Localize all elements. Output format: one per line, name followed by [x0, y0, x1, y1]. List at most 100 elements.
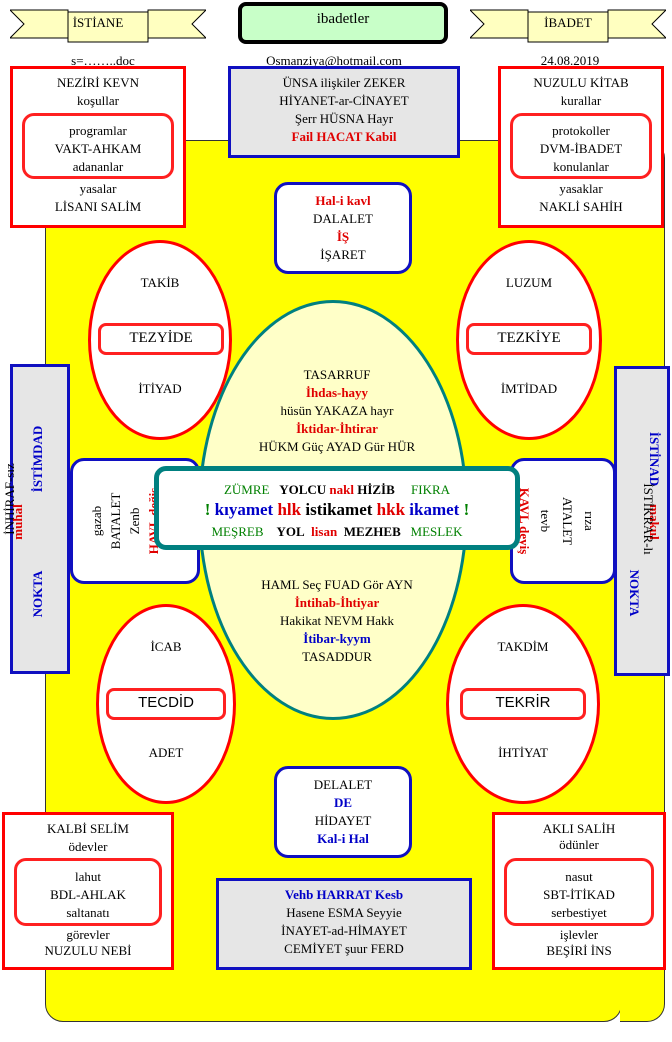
right-ribbon-label: İBADET	[544, 15, 592, 30]
bottom-right-inner-2: SBT-İTİKAD	[543, 887, 615, 902]
upper-mid-l3: İŞ	[336, 229, 350, 244]
side-right-box	[510, 458, 616, 584]
word-kiyamet: kıyamet	[214, 500, 274, 519]
word-lisan: lisan	[311, 524, 338, 539]
ellipse-br-label-box	[460, 688, 586, 720]
bottom-left-sub: ödevler	[68, 839, 108, 854]
center-row-3: MEŞREB YOL lisan MEZHEB MESLEK	[160, 524, 514, 544]
center-top-l4: İktidar-İhtirar	[296, 421, 378, 436]
bottom-right-inner	[504, 858, 654, 926]
ellipse-bl-label: TECDİD	[138, 694, 194, 711]
bottom-center-box	[216, 878, 472, 970]
top-right-inner-3: konulanlar	[553, 159, 609, 174]
bottom-left-bottom: NUZULU NEBİ	[44, 943, 132, 958]
side-left-c2: BATALET	[108, 492, 123, 550]
bottom-left-inner-1: lahut	[75, 869, 101, 884]
far-left-d: NOKTA	[30, 570, 45, 618]
far-left-box	[10, 364, 70, 674]
bottom-left-inner	[14, 858, 162, 926]
file-name: s=……..doc	[71, 53, 135, 68]
upper-mid-box	[274, 182, 412, 274]
top-left-title: NEZİRİ KEVN	[57, 75, 139, 90]
side-right-c3: ATALET	[560, 496, 575, 546]
ellipse-bl-label-box	[106, 688, 226, 720]
center-bottom-l4: İtibar-kyym	[303, 631, 371, 646]
ellipse-tl-bottom: İTİYAD	[138, 381, 182, 396]
ellipse-bl-top: İCAB	[150, 639, 182, 654]
bottom-center-l3: İNAYET-ad-HİMAYET	[281, 923, 407, 938]
word-excl-right: !	[463, 500, 470, 519]
ellipse-tr-top: LUZUM	[505, 275, 553, 290]
word-mezheb: MEZHEB	[343, 524, 401, 539]
bottom-center-l2: Hasene ESMA Seyyie	[286, 905, 402, 920]
center-main-box	[154, 466, 520, 550]
top-left-below: yasalar	[79, 181, 117, 196]
center-bottom-l2: İntihab-İhtiyar	[294, 595, 380, 610]
side-left-c1: gazab	[89, 505, 104, 537]
bottom-right-below: işlevler	[559, 927, 599, 942]
ellipse-bl-bottom: ADET	[148, 745, 184, 760]
top-right-inner-2: DVM-İBADET	[539, 141, 623, 156]
left-ribbon	[10, 9, 206, 43]
top-right-title: NUZULU KİTAB	[533, 75, 629, 90]
center-top-l5: HÜKM Güç AYAD Gür HÜR	[258, 439, 416, 454]
top-left-inner	[22, 113, 174, 179]
upper-mid-l4: İŞARET	[320, 247, 366, 262]
bottom-left-inner-2: BDL-AHLAK	[50, 887, 126, 902]
bottom-right-inner-3: serbestiyet	[551, 905, 607, 920]
center-bottom-l5: TASADDUR	[302, 649, 372, 664]
top-center-l1: ÜNSA ilişkiler ZEKER	[282, 75, 406, 90]
top-left-sub: koşullar	[77, 93, 119, 108]
far-left-c: İSTİMDAD	[30, 425, 45, 493]
side-right-c4: rıza	[582, 511, 597, 531]
center-bottom-l1: HAML Seç FUAD Gör AYN	[261, 577, 413, 592]
bottom-center-l4: CEMİYET şuur FERD	[284, 941, 404, 956]
ellipse-br-bottom: İHTİYAT	[498, 745, 548, 760]
word-yol: YOL	[276, 524, 305, 539]
word-hkk: hkk	[376, 500, 406, 519]
top-center-l3: Şerr HÜSNA Hayr	[294, 111, 394, 126]
center-top-l3: hüsün YAKAZA hayr	[280, 403, 394, 418]
word-meslek: MESLEK	[410, 524, 463, 539]
ellipse-tl-label: TEZYİDE	[129, 330, 193, 346]
bottom-right-sub: ödünler	[559, 837, 599, 852]
top-center-l4: Fail HACAT Kabil	[291, 129, 397, 144]
far-right-d: İSTİKRAR-lı	[641, 483, 656, 555]
ellipse-tr-label: TEZKİYE	[497, 330, 561, 346]
title-box	[238, 2, 448, 44]
top-right-sub: kurallar	[560, 93, 602, 108]
center-top-l2: İhdas-hayy	[305, 385, 369, 400]
email: Osmanziya@hotmail.com	[266, 53, 402, 68]
bottom-left-title: KALBİ SELİM	[47, 821, 129, 836]
lower-mid-box	[274, 766, 412, 858]
word-nakl: nakl	[329, 482, 354, 497]
word-excl-left: !	[204, 500, 211, 519]
center-bottom-l3: Hakikat NEVM Hakk	[279, 613, 395, 628]
top-left-bottom: LİSANI SALİM	[54, 199, 142, 214]
ellipse-tr-bottom: İMTİDAD	[500, 381, 558, 396]
top-right-inner	[510, 113, 652, 179]
center-top-l1: TASARRUF	[303, 367, 371, 382]
ellipse-br-top: TAKDİM	[497, 639, 549, 654]
word-yolcu: YOLCU	[279, 482, 327, 497]
top-center-l2: HİYANET-ar-CİNAYET	[279, 93, 409, 108]
side-left-c3: Zenb	[127, 507, 142, 535]
lower-mid-l4: Kal-i Hal	[317, 831, 369, 846]
center-row-2: ! kıyamet hlk istikamet hkk ikamet !	[160, 500, 514, 524]
word-hizib: HİZİB	[357, 482, 395, 497]
bottom-left-inner-3: saltanatı	[66, 905, 110, 920]
bottom-left-below: görevler	[66, 927, 110, 942]
far-left-b: muhal	[10, 504, 25, 540]
ellipse-br-label: TEKRİR	[495, 694, 551, 711]
bottom-center-l1: Vehb HARRAT Kesb	[284, 887, 404, 902]
word-hlk: hlk	[277, 500, 302, 519]
center-row-1: ZÜMRE YOLCU nakl HİZİB FIKRA	[160, 482, 514, 502]
ellipse-tl-top: TAKİB	[140, 275, 180, 290]
lower-mid-l1: DELALET	[313, 777, 373, 792]
top-center-box	[228, 66, 460, 158]
ellipse-tl-label-box	[98, 323, 224, 355]
top-left-inner-1: programlar	[69, 123, 127, 138]
lower-mid-l2: DE	[333, 795, 353, 810]
word-ikamet: ikamet	[409, 500, 460, 519]
bottom-right-bottom: BEŞİRİ İNS	[546, 943, 612, 958]
